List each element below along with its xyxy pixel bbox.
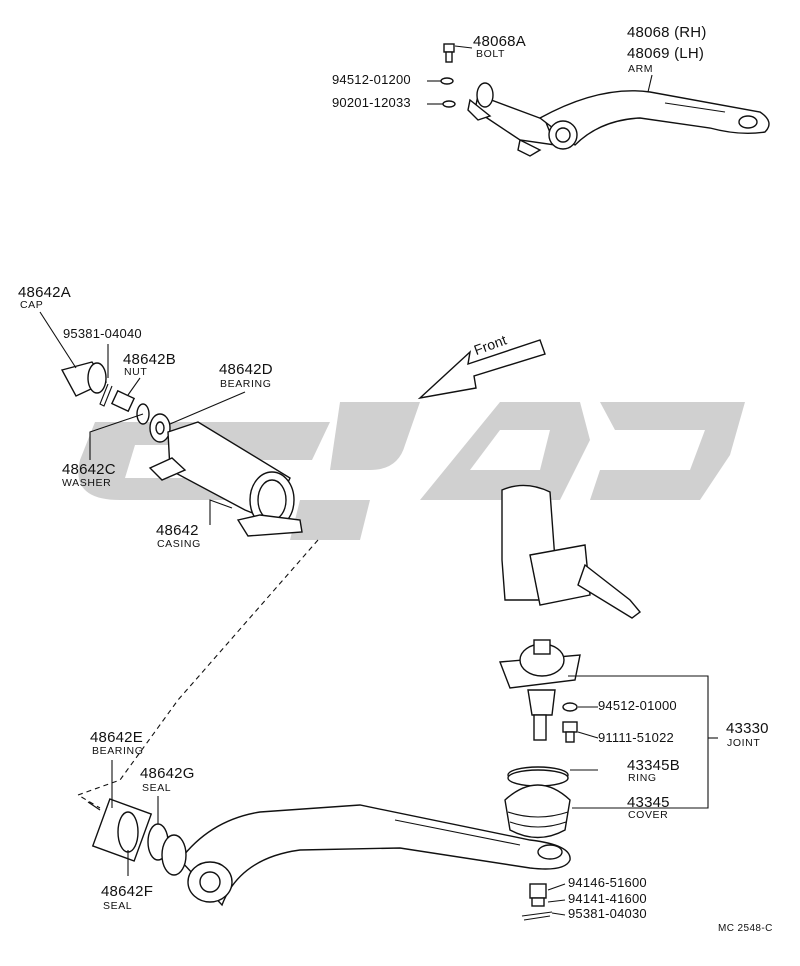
label-48642B-name: NUT bbox=[124, 366, 148, 378]
label-43330-name: JOINT bbox=[727, 737, 761, 749]
label-48069-lh: 48069 (LH) bbox=[627, 45, 705, 62]
label-48642C-name: WASHER bbox=[62, 477, 112, 489]
label-48642C-number: 48642C bbox=[62, 461, 116, 478]
label-48642A-name: CAP bbox=[20, 299, 44, 311]
label-94512-01000: 94512-01000 bbox=[598, 698, 677, 713]
label-48642F-number: 48642F bbox=[101, 883, 154, 900]
label-48642A-number: 48642A bbox=[18, 284, 71, 301]
washers-top-drawing bbox=[440, 77, 456, 108]
dashed-assembly-lines bbox=[76, 539, 319, 809]
label-arm-name: ARM bbox=[628, 63, 654, 75]
label-43345-name: COVER bbox=[628, 809, 669, 821]
cover-43345-drawing bbox=[504, 784, 571, 839]
label-43345B-number: 43345B bbox=[627, 757, 680, 774]
lower-arm-drawing bbox=[179, 804, 571, 907]
nut-48642B-drawing bbox=[110, 389, 136, 413]
label-48642B-number: 48642B bbox=[123, 351, 176, 368]
label-48642D-number: 48642D bbox=[219, 361, 273, 378]
casing-48642-drawing bbox=[148, 421, 303, 537]
label-94512-01200: 94512-01200 bbox=[332, 72, 411, 87]
label-48642G-number: 48642G bbox=[140, 765, 195, 782]
label-48642-number: 48642 bbox=[156, 522, 199, 539]
label-48642E-name: BEARING bbox=[92, 745, 144, 757]
label-48068A-name: BOLT bbox=[476, 48, 506, 60]
label-43330-number: 43330 bbox=[726, 720, 769, 737]
watermark-logo bbox=[78, 402, 745, 540]
washer-94512-01000-drawing bbox=[562, 702, 578, 712]
front-arrow-drawing bbox=[417, 339, 546, 400]
label-48068A-number: 48068A bbox=[473, 33, 526, 50]
bearing-48642E-drawing bbox=[87, 798, 153, 862]
label-48642F-name: SEAL bbox=[103, 900, 133, 912]
label-48642G-name: SEAL bbox=[142, 782, 172, 794]
label-43345B-name: RING bbox=[628, 772, 657, 784]
bolt-91111-51022-drawing bbox=[562, 721, 578, 743]
nut-94146-51600-drawing bbox=[529, 883, 547, 907]
label-95381-04030: 95381-04030 bbox=[568, 906, 647, 921]
label-91111-51022: 91111-51022 bbox=[598, 730, 674, 745]
label-43345-number: 43345 bbox=[627, 794, 670, 811]
joint-43330-drawing bbox=[499, 639, 581, 741]
pin-95381-04030-drawing bbox=[521, 911, 553, 921]
leader-lines bbox=[39, 45, 718, 916]
label-48068-rh: 48068 (RH) bbox=[627, 24, 707, 41]
diagram-code: MC 2548-C bbox=[718, 923, 773, 934]
label-95381-04040: 95381-04040 bbox=[63, 326, 142, 341]
label-90201-12033: 90201-12033 bbox=[332, 95, 411, 110]
label-48642E-number: 48642E bbox=[90, 729, 143, 746]
arm-48068-drawing bbox=[467, 82, 770, 157]
label-48642-name: CASING bbox=[157, 538, 201, 550]
seal-48642F-drawing bbox=[161, 834, 187, 876]
cap-48642A-drawing bbox=[60, 361, 108, 397]
bearing-48642D-drawing bbox=[149, 413, 171, 443]
pin-95381-04040-drawing bbox=[99, 383, 113, 407]
label-94146-51600: 94146-51600 bbox=[568, 875, 647, 890]
knuckle-drawing bbox=[501, 484, 642, 619]
label-94141-41600: 94141-41600 bbox=[568, 891, 647, 906]
ring-43345B-drawing bbox=[507, 766, 569, 787]
bolt-48068A-drawing bbox=[443, 43, 455, 63]
label-48642D-name: BEARING bbox=[220, 378, 272, 390]
